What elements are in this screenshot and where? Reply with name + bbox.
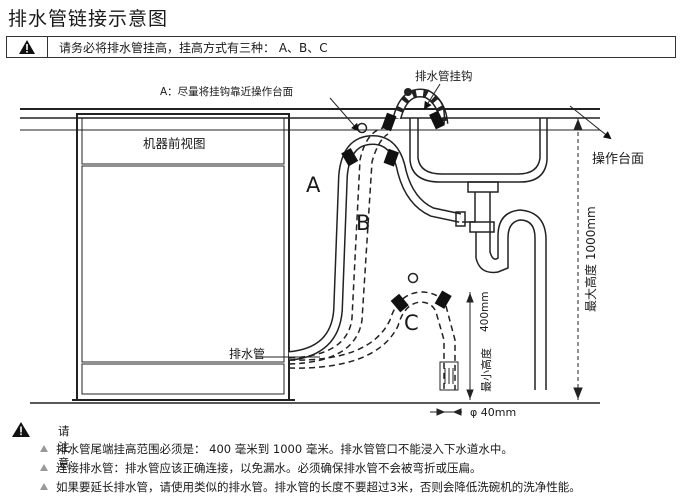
warning-bar: 请务必将排水管挂高，挂高方式有三种： A、B、C xyxy=(6,36,676,58)
h400-label: 400mm xyxy=(479,292,491,333)
sink xyxy=(409,118,548,193)
note-item: 排水管尾端挂高范围必须是： 400 毫米到 1000 毫米。排水管管口不能浸入下… xyxy=(40,441,513,457)
diameter-label: φ 40mm xyxy=(470,406,516,419)
front-view-label: 机器前视图 xyxy=(143,136,206,151)
warning-icon-box xyxy=(7,37,48,57)
dishwasher-front xyxy=(72,113,295,401)
route-c-label: C xyxy=(404,311,419,335)
note-arrow-icon xyxy=(40,464,48,471)
route-a-label: A xyxy=(306,173,321,197)
warning-icon xyxy=(12,422,30,437)
max-height-label: 最大高度 1000mm xyxy=(583,206,598,312)
diameter-dimension xyxy=(430,408,462,416)
hose-route-c xyxy=(288,272,459,391)
countertop xyxy=(20,108,600,131)
drain-trap xyxy=(462,192,547,390)
page-title: 排水管链接示意图 xyxy=(8,8,169,30)
countertop-label: 操作台面 xyxy=(592,151,644,167)
note-item: 如果要延长排水管，请使用类似的排水管。排水管的长度不要超过3米，否则会降低洗碗机… xyxy=(40,479,581,495)
hook-note-label: A：尽量将挂钩靠近操作台面 xyxy=(160,85,293,98)
note-item: 连接排水管：排水管应该正确连接，以免漏水。必须确保排水管不会被弯折或压扁。 xyxy=(40,460,482,476)
hose-route-a xyxy=(288,122,466,361)
note-arrow-icon xyxy=(40,483,48,490)
max-height-dimension xyxy=(562,117,594,400)
min-height-dimension xyxy=(466,292,474,400)
warning-text: 请务必将排水管挂高，挂高方式有三种： A、B、C xyxy=(59,41,328,55)
warning-icon xyxy=(19,40,35,54)
hook-label: 排水管挂钩 xyxy=(415,69,473,83)
drain-diagram: A：尽量将挂钩靠近操作台面 排水管挂钩 操作台面 机器前视图 排水管 A B C… xyxy=(20,69,644,419)
hook-sink xyxy=(381,88,449,132)
note-arrow-icon xyxy=(40,445,48,452)
hose-route-b xyxy=(288,127,389,365)
drain-pipe-label: 排水管 xyxy=(229,346,265,361)
notes-title: 请注意: xyxy=(58,424,74,470)
min-height-label: 最小高度 xyxy=(479,348,493,392)
leader-arrows xyxy=(256,83,612,358)
route-b-label: B xyxy=(356,211,370,235)
